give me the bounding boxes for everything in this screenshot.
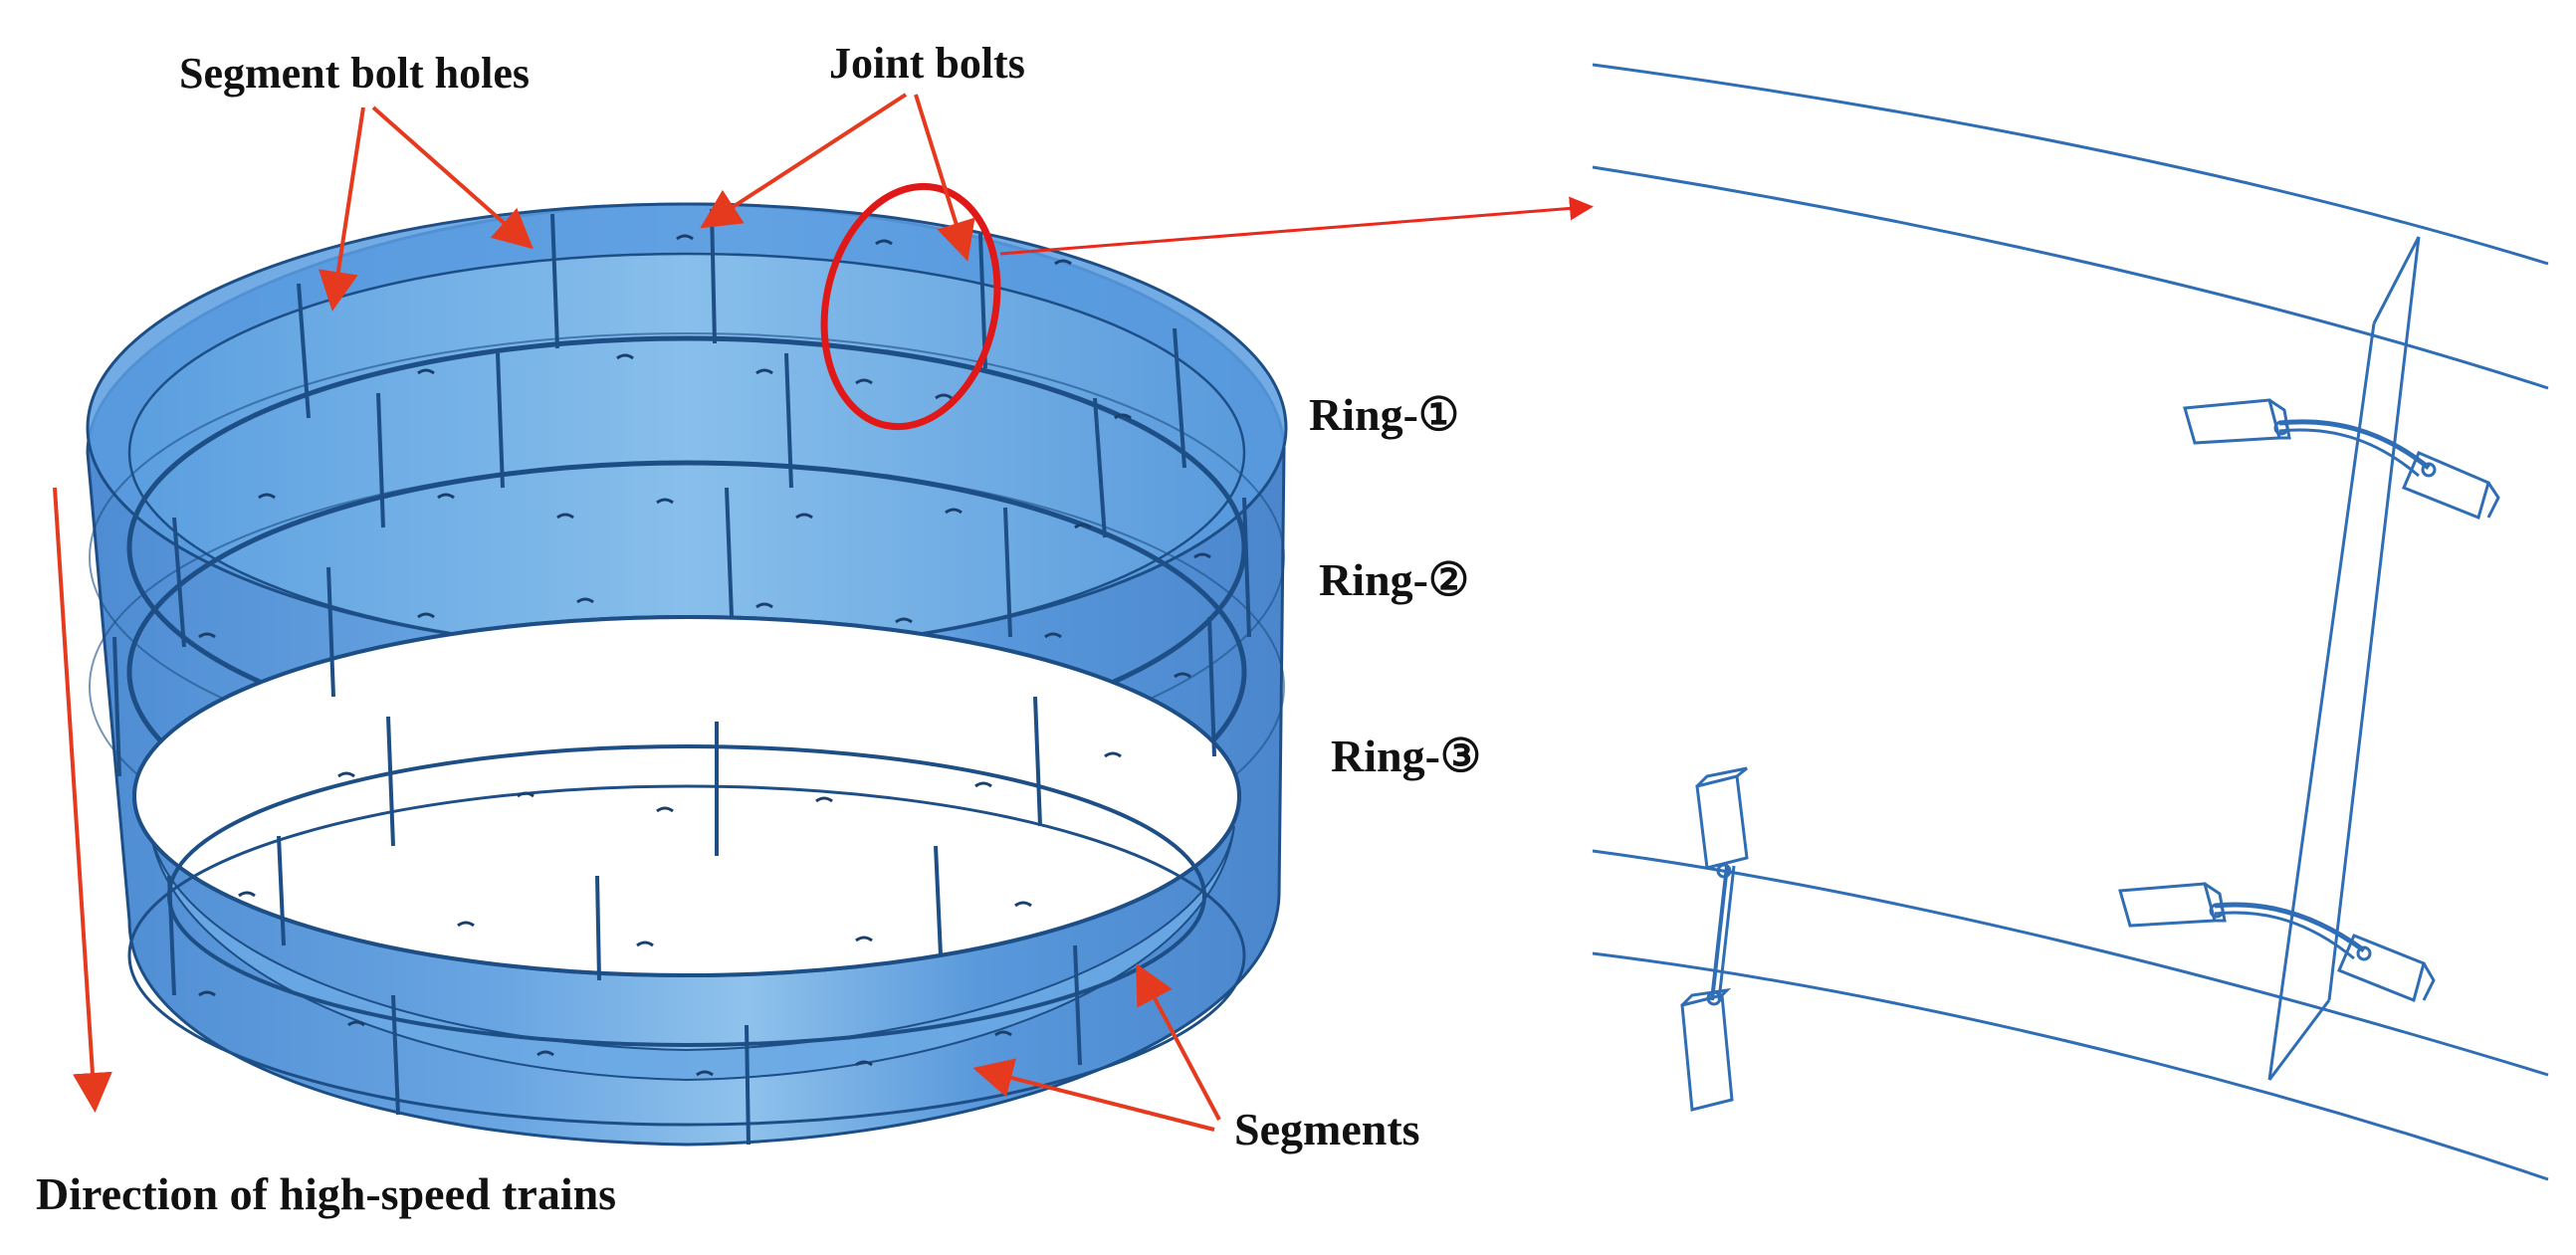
zoom-arrow <box>999 196 1594 256</box>
inner-bottom-band <box>148 825 1235 1082</box>
segments-arrow-2 <box>972 1058 1215 1132</box>
detail-curve-1 <box>1592 63 2549 266</box>
bolt-holes <box>198 234 1211 1077</box>
joint-bolt-upper <box>2183 398 2500 521</box>
joint-detail-view <box>1592 63 2549 1181</box>
detail-curve-2 <box>1592 165 2549 390</box>
segment-bolt-holes-label: Segment bolt holes <box>179 49 530 98</box>
inner-opening-front <box>132 615 1241 977</box>
joint-plane <box>2267 236 2421 1081</box>
callout-arrows <box>319 93 1221 1132</box>
direction-arrow <box>53 487 112 1113</box>
segments-label: Segments <box>1234 1104 1420 1154</box>
joint-bolt-arrow-2 <box>914 94 975 262</box>
detail-curve-4 <box>1592 951 2549 1181</box>
bolt-hole-arrow-1 <box>319 106 365 312</box>
segment-bolt-straight <box>1680 766 1749 1112</box>
ring-2-label: Ring-② <box>1319 554 1469 605</box>
joint-bolts-label: Joint bolts <box>829 39 1025 88</box>
joint-bolt-arrow-1 <box>700 93 908 229</box>
joint-bolt-lower <box>2118 882 2436 1003</box>
ring-bottom-edge <box>127 784 1246 1127</box>
direction-label: Direction of high-speed trains <box>36 1168 616 1219</box>
ring-model <box>86 202 1288 1147</box>
ring-1-label: Ring-① <box>1309 389 1459 440</box>
segment-joints <box>112 208 1251 1146</box>
ring-3-label: Ring-③ <box>1331 731 1481 781</box>
joint-bolts-highlight-circle <box>820 182 1001 431</box>
top-rim-inner <box>127 252 1246 654</box>
bolt-hole-arrow-2 <box>371 105 534 250</box>
segments-arrow-1 <box>1136 962 1221 1121</box>
